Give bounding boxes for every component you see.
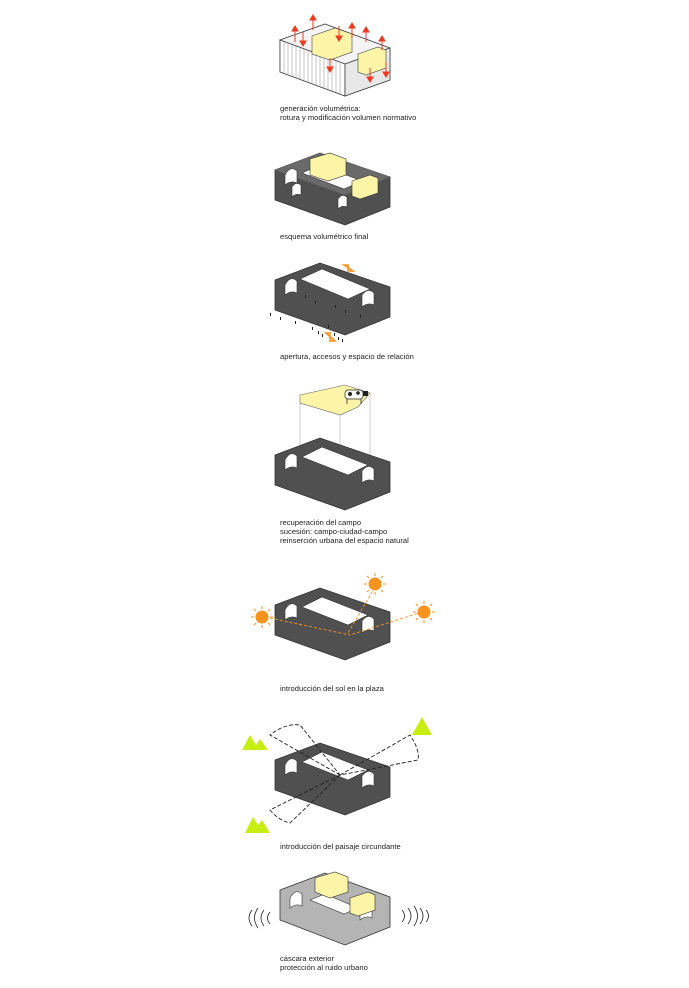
caption-final-scheme: esquema volumétrico final	[280, 232, 540, 241]
caption-line: protección al ruido urbano	[280, 963, 368, 973]
caption-line: esquema volumétrico final	[280, 232, 369, 241]
yellow-void	[309, 152, 347, 182]
sun-icon	[413, 601, 435, 623]
sun-block-drawing	[251, 573, 435, 661]
landscape-block-drawing	[242, 717, 432, 833]
sun-icon	[364, 573, 386, 595]
white-courtyard	[284, 268, 375, 308]
yellow-void	[314, 871, 349, 899]
shell-diagram	[240, 870, 440, 950]
caption-access: apertura, accesos y espacio de relación	[280, 352, 540, 361]
caption-volumetric: generación volumétrica: rotura y modific…	[280, 104, 540, 122]
caption-line: rotura y modificación volumen normativo	[280, 113, 417, 123]
volumetric-block-drawing	[278, 14, 392, 97]
yellow-void	[349, 891, 376, 917]
people-dots	[270, 295, 361, 342]
caption-line: sucesión: campo-ciudad-campo	[280, 527, 388, 537]
access-diagram	[240, 255, 440, 350]
white-courtyard	[284, 596, 375, 634]
orange-access-marker	[323, 332, 338, 342]
yellow-void	[351, 174, 379, 200]
caption-line: recuperación del campo	[280, 518, 362, 527]
noise-waves	[248, 905, 429, 929]
shell-block-drawing	[248, 871, 429, 946]
sun-icon	[251, 606, 273, 628]
caption-line: introducción del paisaje circundante	[280, 842, 401, 851]
facade-stripes	[283, 42, 341, 94]
cow-icon	[344, 389, 368, 404]
caption-landscape: introducción del paisaje circundante	[280, 842, 540, 851]
field-recovery-diagram	[240, 384, 440, 515]
landscape-diagram	[240, 715, 440, 835]
final-scheme-diagram	[240, 145, 440, 230]
caption-line: cáscara exterior	[280, 954, 335, 963]
field-block-drawing	[274, 384, 391, 511]
sun-diagram	[240, 573, 440, 675]
caption-shell: cáscara exterior protección al ruido urb…	[280, 954, 540, 972]
caption-field: recuperación del campo sucesión: campo-c…	[280, 518, 540, 546]
caption-line: reinserción urbana del espacio natural	[280, 536, 409, 546]
access-block-drawing	[270, 262, 391, 342]
caption-sun: introducción del sol en la plaza	[280, 684, 540, 693]
view-cones	[269, 724, 419, 824]
caption-line: apertura, accesos y espacio de relación	[280, 352, 414, 361]
caption-line: generación volumétrica:	[280, 104, 361, 113]
floating-field-plane	[299, 384, 371, 416]
volumetric-generation-diagram	[240, 10, 440, 105]
red-arrows	[291, 14, 390, 83]
sun-ray-lines	[264, 586, 423, 636]
caption-line: introducción del sol en la plaza	[280, 684, 384, 693]
orange-access-marker	[341, 264, 356, 272]
final-block-drawing	[274, 152, 391, 226]
white-courtyard	[284, 446, 375, 484]
mountain-icon	[242, 717, 432, 833]
dark-block-volume	[274, 262, 391, 336]
